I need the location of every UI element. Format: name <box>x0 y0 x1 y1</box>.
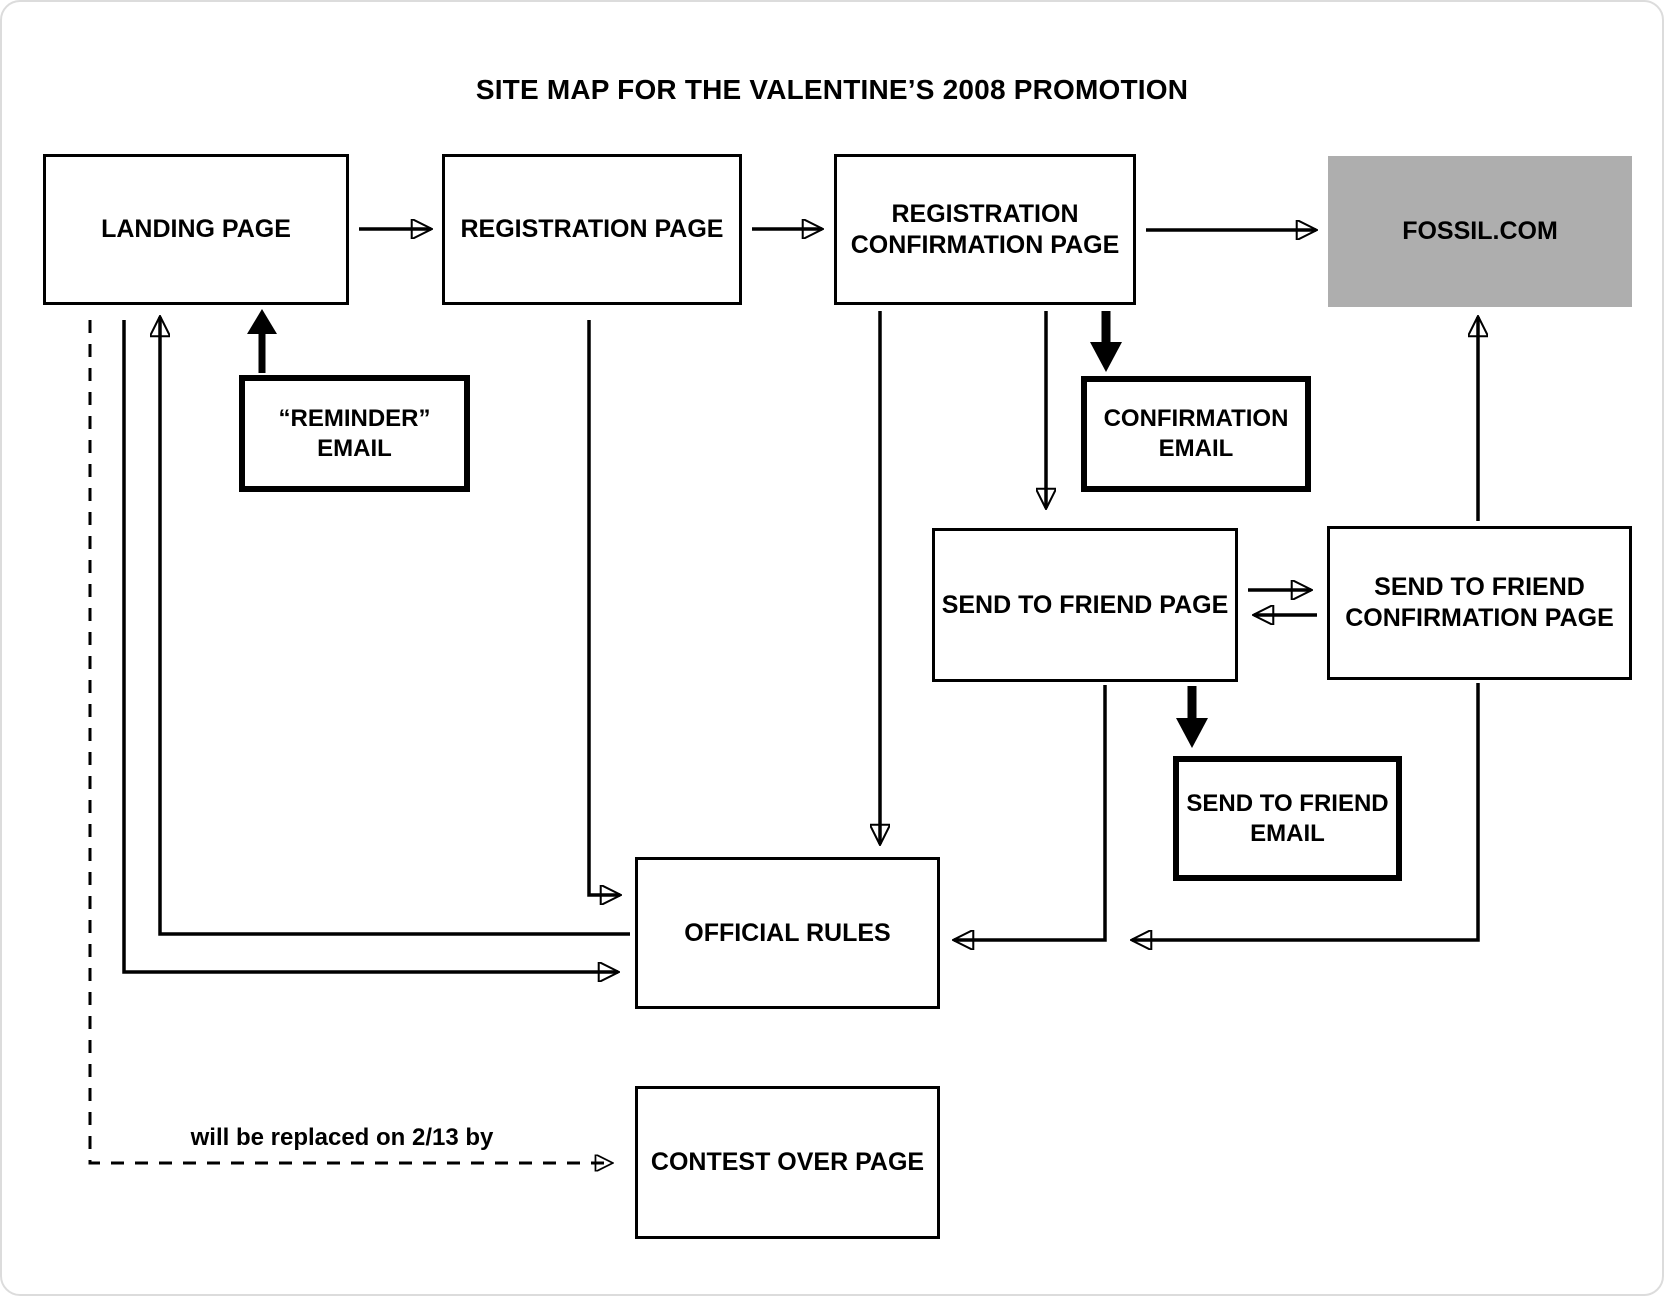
node-landing-page: LANDING PAGE <box>43 154 349 305</box>
node-fossil-com: FOSSIL.COM <box>1328 156 1632 307</box>
node-send-to-friend-confirmation-page: SEND TO FRIEND CONFIRMATION PAGE <box>1327 526 1632 680</box>
node-contest-over-page: CONTEST OVER PAGE <box>635 1086 940 1239</box>
node-registration-page: REGISTRATION PAGE <box>442 154 742 305</box>
arrow-confirmation-to-confirmation-email <box>1090 311 1122 372</box>
page-title: SITE MAP FOR THE VALENTINE’S 2008 PROMOT… <box>475 74 1189 105</box>
node-registration-confirmation-page: REGISTRATION CONFIRMATION PAGE <box>834 154 1136 305</box>
arrow-reminder-email-to-landing <box>247 309 277 373</box>
node-confirmation-email: CONFIRMATION EMAIL <box>1081 376 1311 492</box>
arrow-registration-to-official-rules <box>587 320 620 895</box>
arrow-stf-page-to-official-rules <box>954 685 1107 940</box>
node-send-to-friend-email: SEND TO FRIEND EMAIL <box>1173 756 1402 881</box>
node-reminder-email: “REMINDER” EMAIL <box>239 375 470 492</box>
node-official-rules: OFFICIAL RULES <box>635 857 940 1009</box>
arrow-stf-page-to-stf-email <box>1176 686 1208 748</box>
replace-note-label: will be replaced on 2/13 by <box>190 1124 494 1151</box>
node-send-to-friend-page: SEND TO FRIEND PAGE <box>932 528 1238 682</box>
